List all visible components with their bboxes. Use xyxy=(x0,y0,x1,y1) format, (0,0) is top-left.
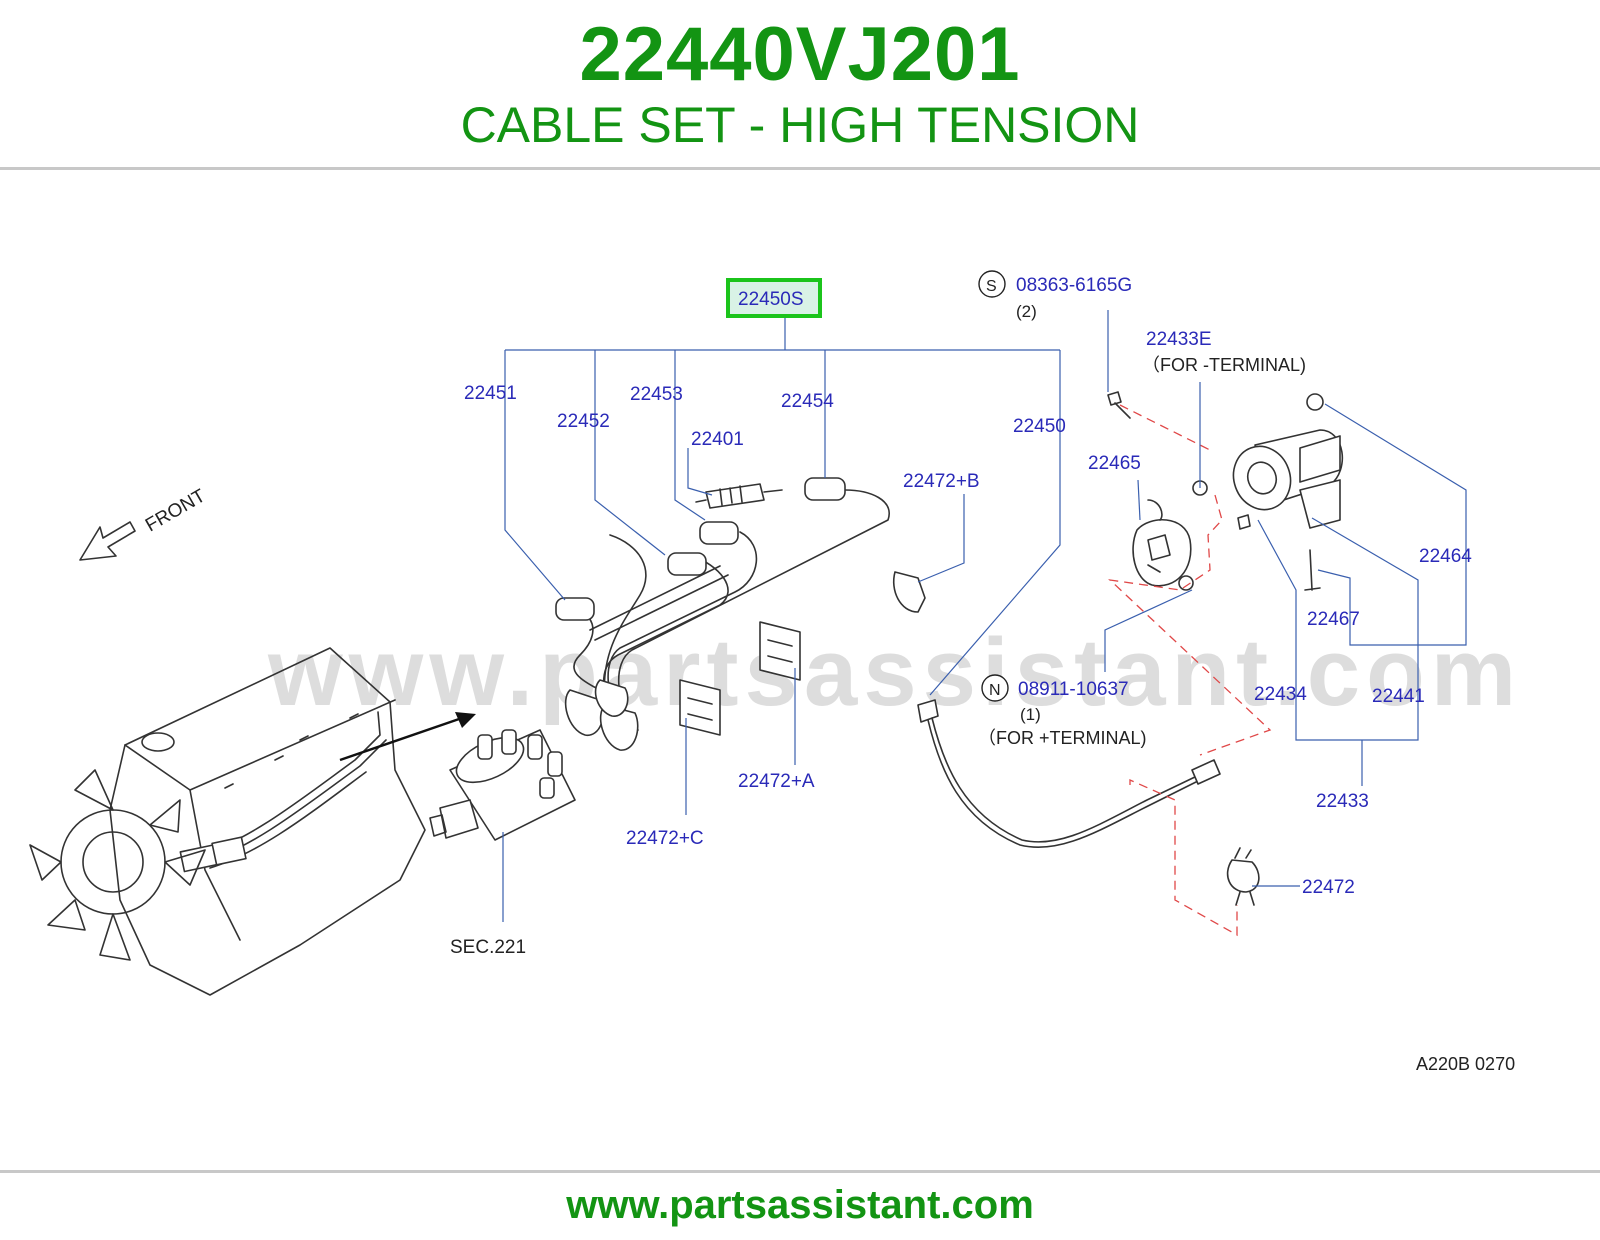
footer-website-link[interactable]: www.partsassistant.com xyxy=(566,1183,1034,1227)
label-22433[interactable]: 22433 xyxy=(1316,791,1369,812)
label-22464[interactable]: 22464 xyxy=(1419,546,1472,567)
label-22472[interactable]: 22472 xyxy=(1302,877,1355,898)
label-22472-a[interactable]: 22472+A xyxy=(738,771,815,792)
n-symbol-label: N xyxy=(989,682,1001,699)
label-22451[interactable]: 22451 xyxy=(464,383,517,404)
label-22467[interactable]: 22467 xyxy=(1307,609,1360,630)
distributor-drawing xyxy=(429,729,576,841)
coil-cable-drawing xyxy=(917,699,1221,849)
part-description: CABLE SET - HIGH TENSION xyxy=(460,97,1140,153)
leader-lines xyxy=(502,310,1467,922)
label-22465[interactable]: 22465 xyxy=(1088,453,1141,474)
label-22450[interactable]: 22450 xyxy=(1013,416,1066,437)
label-22472-c[interactable]: 22472+C xyxy=(626,828,704,849)
spark-plug-drawing xyxy=(695,483,783,509)
label-08911-10637[interactable]: 08911-10637 xyxy=(1018,679,1129,700)
for-minus-terminal-label: （FOR -TERMINAL) xyxy=(1142,355,1306,375)
s-symbol-circle xyxy=(978,270,1006,298)
n-symbol-circle xyxy=(981,674,1009,702)
engine-to-distributor-arrow xyxy=(339,712,476,762)
label-22453[interactable]: 22453 xyxy=(630,384,683,405)
for-plus-terminal-label: （FOR +TERMINAL) xyxy=(978,728,1147,748)
label-22434[interactable]: 22434 xyxy=(1254,684,1307,705)
cable-clips-drawing xyxy=(679,571,926,736)
label-08363-6165g[interactable]: 08363-6165G xyxy=(1016,275,1132,296)
qty-1-label: (1) xyxy=(1020,705,1041,724)
engine-drawing xyxy=(29,647,426,996)
label-22472-b[interactable]: 22472+B xyxy=(903,471,980,492)
page-header: 22440VJ201 CABLE SET - HIGH TENSION xyxy=(0,0,1600,168)
assembly-dashed-lines xyxy=(1108,404,1272,937)
label-22454[interactable]: 22454 xyxy=(781,391,834,412)
drawing-code: A220B 0270 xyxy=(1416,1054,1515,1074)
label-22433e[interactable]: 22433E xyxy=(1146,329,1212,350)
front-label: FRONT xyxy=(142,485,210,536)
front-direction-arrow: FRONT xyxy=(79,485,210,561)
ht-cable-bundle-drawing xyxy=(555,477,890,751)
highlighted-part-box xyxy=(726,278,822,318)
label-22450s[interactable]: 22450S xyxy=(738,289,804,310)
label-sec-221[interactable]: SEC.221 xyxy=(450,937,526,958)
ignition-coil-drawing xyxy=(1107,391,1344,591)
label-22401[interactable]: 22401 xyxy=(691,429,744,450)
clip-22472-drawing xyxy=(1226,847,1260,906)
part-number-title: 22440VJ201 xyxy=(579,12,1021,97)
label-22452[interactable]: 22452 xyxy=(557,411,610,432)
qty-2-label: (2) xyxy=(1016,302,1037,321)
label-22441[interactable]: 22441 xyxy=(1372,686,1425,707)
watermark-text: www.partsassistant.com xyxy=(267,619,1522,726)
header-divider xyxy=(0,167,1600,170)
footer-divider xyxy=(0,1170,1600,1173)
s-symbol-label: S xyxy=(986,278,997,295)
